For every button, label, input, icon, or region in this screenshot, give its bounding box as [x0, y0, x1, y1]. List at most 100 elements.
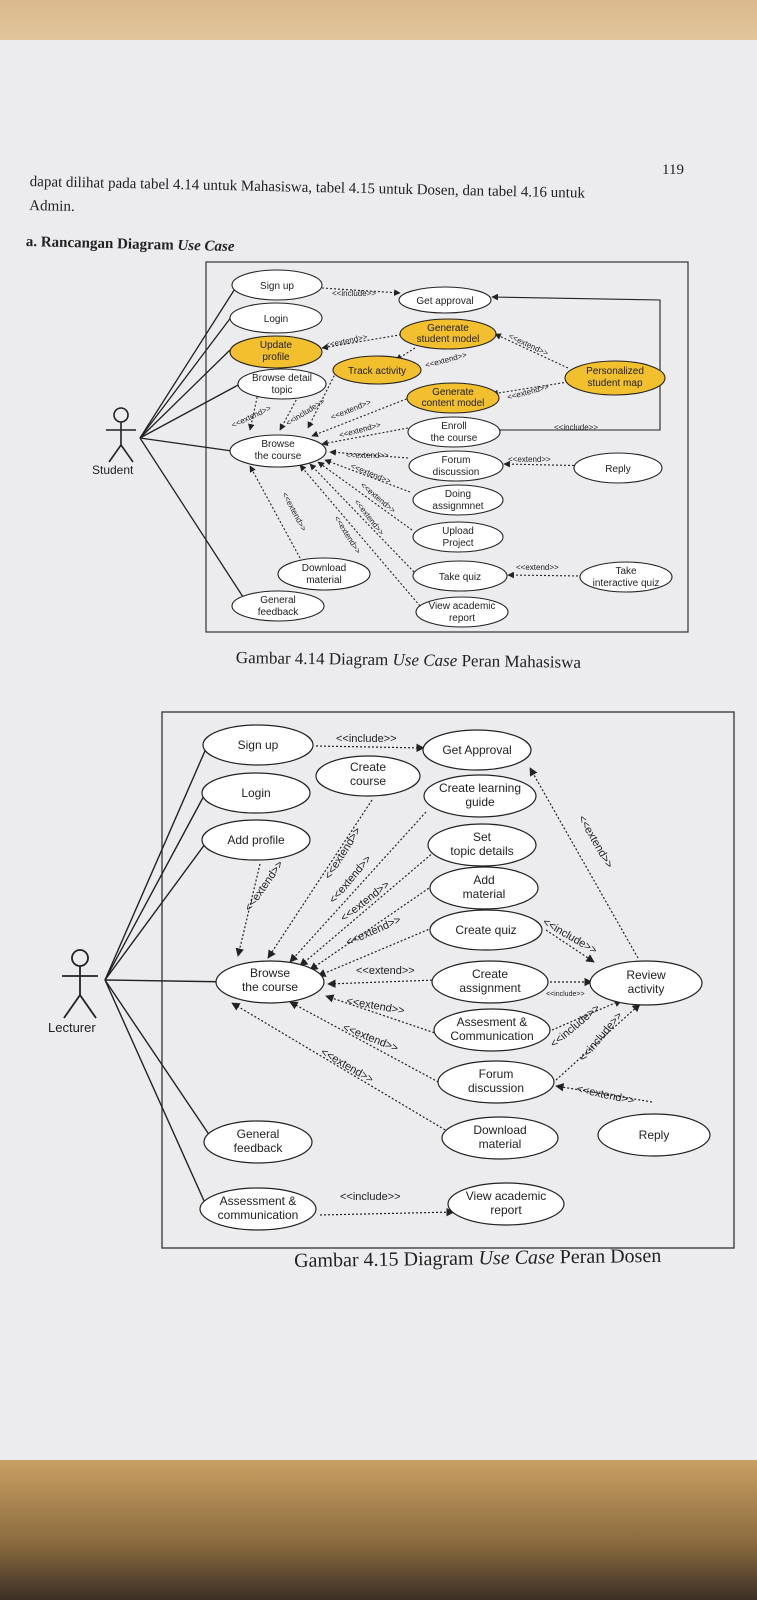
label-extend: <<extend>> [506, 382, 550, 402]
label-extend: <<extend>> [345, 995, 405, 1017]
uc-login: Login [201, 772, 311, 814]
label-extend: <<extend>> [507, 332, 550, 358]
student-actor-label: Student [92, 463, 134, 477]
uc-reply: Reply [597, 1113, 711, 1157]
uc-track-activity: Track activity [332, 355, 422, 385]
label-include: <<include>> [541, 916, 599, 957]
label-extend: <<extend>> [243, 859, 287, 914]
caption-text: Peran Dosen [559, 1244, 662, 1269]
svg-text:Login: Login [264, 314, 288, 325]
svg-text:assignment: assignment [459, 981, 521, 995]
svg-text:activity: activity [628, 982, 665, 996]
label-extend: <<extend>> [575, 814, 615, 871]
svg-text:Forum: Forum [479, 1067, 514, 1081]
svg-text:Login: Login [241, 786, 270, 800]
svg-text:Generate: Generate [432, 387, 474, 398]
caption-italic: Use Case [392, 650, 458, 671]
label-extend: <<extend>> [319, 1046, 376, 1086]
caption-text: Gambar 4.15 Diagram [294, 1247, 474, 1272]
svg-text:discussion: discussion [433, 467, 480, 478]
label-extend: <<extend>> [508, 455, 551, 464]
label-include: <<include>> [340, 1191, 401, 1203]
svg-text:content model: content model [422, 398, 485, 409]
svg-text:feedback: feedback [258, 607, 300, 618]
label-extend: <<extend>> [575, 1083, 635, 1107]
svg-text:Sign up: Sign up [260, 281, 294, 292]
svg-text:Reply: Reply [605, 464, 631, 475]
label-include: <<include>> [332, 289, 376, 298]
svg-text:Get approval: Get approval [416, 296, 473, 307]
uc-sign-up: Sign up [231, 269, 323, 301]
svg-text:Track activity: Track activity [348, 366, 406, 377]
uc-reply: Reply [573, 452, 663, 484]
uc-assessment-communication: Assesment &Communication [433, 1008, 551, 1052]
student-solid-links [491, 293, 661, 431]
svg-text:Generate: Generate [427, 323, 469, 334]
svg-text:the course: the course [255, 451, 302, 462]
svg-text:Add profile: Add profile [227, 833, 285, 847]
lecturer-actor-label: Lecturer [48, 1020, 96, 1035]
svg-text:the course: the course [242, 980, 298, 994]
student-actor-icon [106, 407, 136, 463]
svg-text:topic: topic [271, 385, 292, 396]
label-extend: <<extend>> [349, 462, 392, 486]
label-include: <<include>> [336, 733, 397, 745]
svg-text:material: material [463, 887, 506, 901]
svg-text:report: report [490, 1203, 522, 1217]
uc-get-approval: Get Approval [422, 729, 532, 771]
svg-text:General: General [260, 595, 296, 606]
svg-text:discussion: discussion [468, 1081, 524, 1095]
svg-text:Reply: Reply [639, 1128, 670, 1142]
caption-text: Peran Mahasiswa [461, 651, 582, 672]
svg-text:Doing: Doing [445, 489, 471, 500]
label-extend: <<extend>> [280, 491, 308, 533]
svg-text:Forum: Forum [442, 455, 471, 466]
svg-text:guide: guide [465, 795, 495, 809]
svg-text:Sign up: Sign up [238, 738, 279, 752]
page-number: 119 [662, 162, 684, 178]
lecturer-use-case-diagram: Lecturer <<include>> <<extend>> <<extend… [48, 711, 735, 1249]
svg-text:Assessment &: Assessment & [220, 1194, 297, 1208]
uc-get-approval: Get approval [398, 286, 492, 314]
svg-text:student model: student model [417, 334, 480, 345]
svg-text:View academic: View academic [466, 1189, 546, 1203]
svg-text:interactive quiz: interactive quiz [593, 578, 660, 589]
svg-text:report: report [449, 613, 475, 624]
svg-text:profile: profile [262, 352, 290, 363]
svg-text:material: material [306, 575, 342, 586]
uc-assessment-communication-left: Assessment &communication [199, 1187, 317, 1231]
svg-text:the course: the course [431, 433, 478, 444]
svg-text:Create: Create [350, 760, 386, 774]
svg-text:Create learning: Create learning [439, 781, 521, 795]
label-extend: <<extend>> [325, 332, 369, 350]
svg-text:General: General [237, 1127, 280, 1141]
svg-text:Assesment &: Assesment & [457, 1015, 528, 1029]
svg-text:Get Approval: Get Approval [442, 743, 511, 757]
svg-text:communication: communication [218, 1208, 299, 1222]
svg-text:Upload: Upload [442, 526, 474, 537]
svg-text:Browse detail: Browse detail [252, 373, 312, 384]
label-include: <<include>> [284, 397, 326, 428]
svg-text:Personalized: Personalized [586, 366, 644, 377]
svg-text:Take quiz: Take quiz [439, 572, 481, 583]
student-dependencies [248, 287, 599, 607]
svg-text:Review: Review [626, 968, 666, 982]
